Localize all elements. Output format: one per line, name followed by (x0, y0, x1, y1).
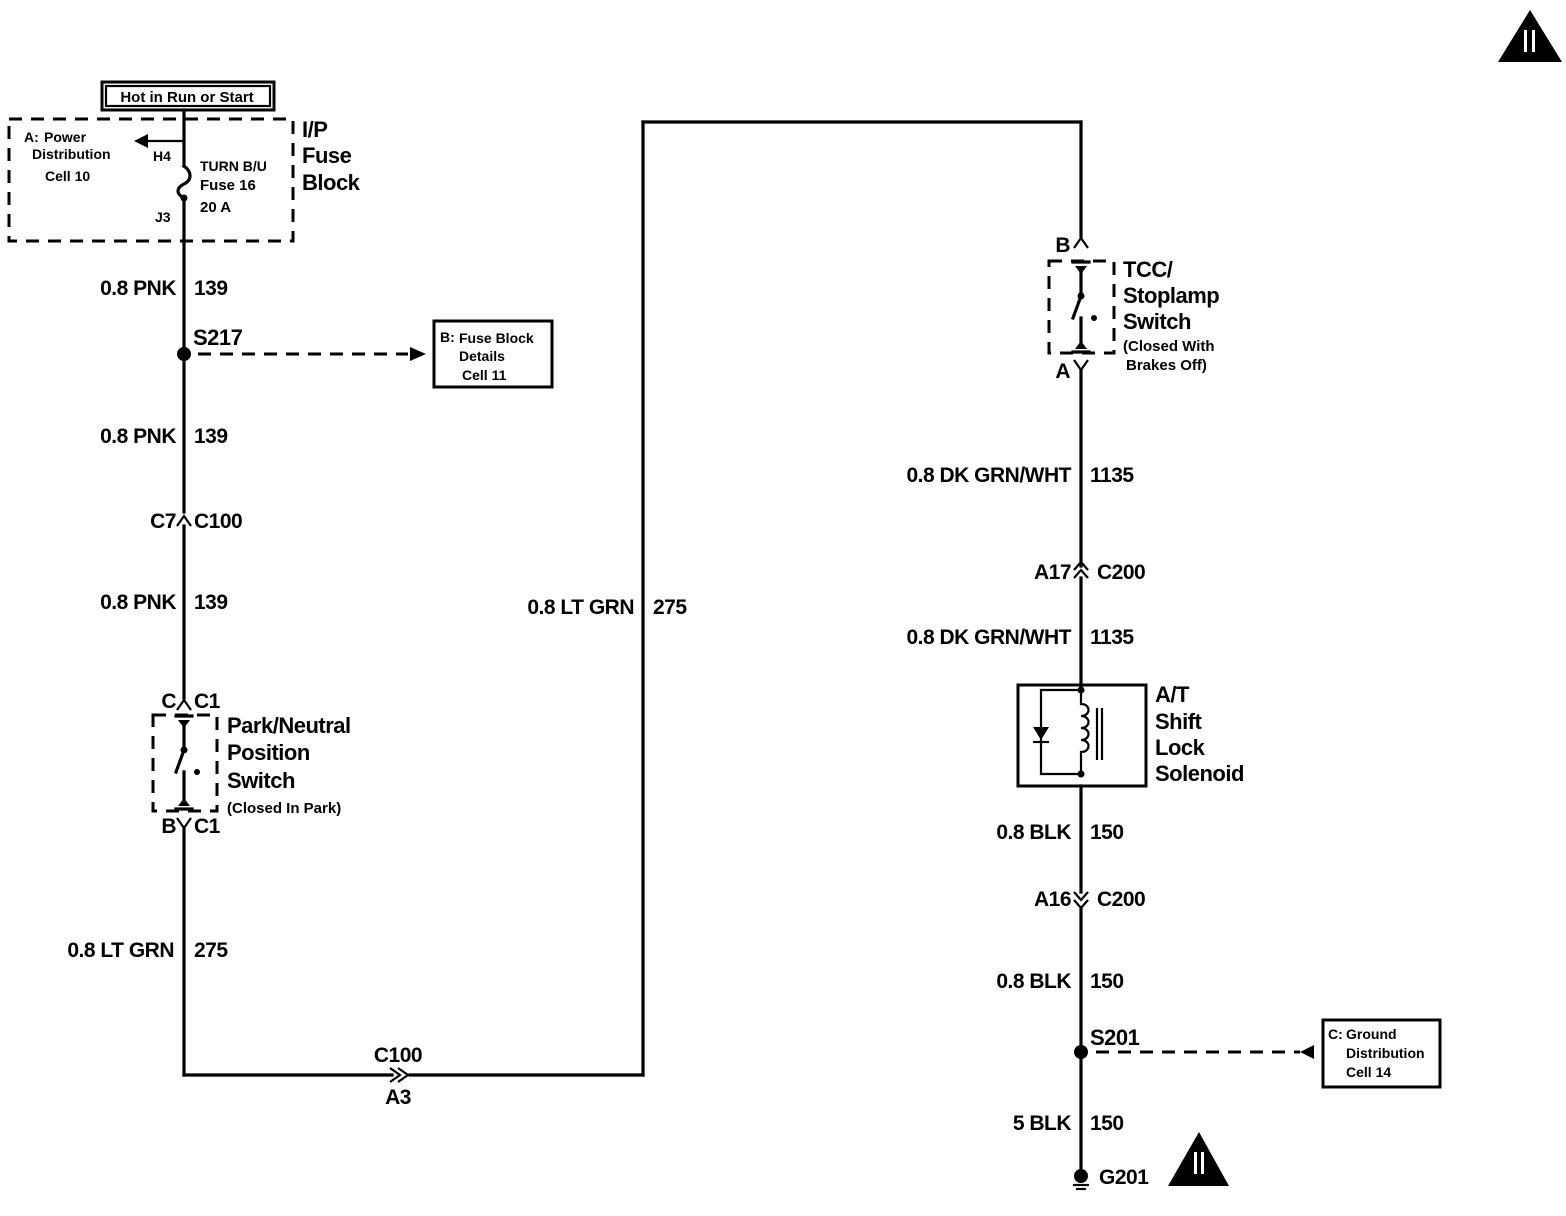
arrow-left-icon (134, 134, 148, 148)
wire-1135-gauge-2: 0.8 DK GRN/WHT (906, 626, 1071, 649)
tcc-switch-title-2: Stoplamp (1123, 283, 1219, 308)
wire-1135-circuit-1: 1135 (1090, 464, 1134, 487)
fuse-ref-prefix: A: (24, 129, 39, 145)
bottom-wire: C100 A3 (182, 1044, 645, 1109)
wire-150-circuit-1: 150 (1090, 821, 1124, 844)
fuse-name: TURN B/U (200, 158, 267, 174)
solenoid-title-3: Lock (1155, 735, 1206, 760)
fuse-block-title-2: Fuse (302, 143, 352, 168)
left-circuit: S217 B: Fuse Block Details Cell 11 0.8 P… (67, 108, 554, 1077)
solenoid-title-1: A/T (1155, 682, 1190, 707)
fuse-pin-in: H4 (153, 148, 171, 164)
connector-c200-name-1: C200 (1097, 561, 1145, 584)
wire-139-gauge-3: 0.8 PNK (100, 591, 176, 614)
connector-chevron-icon (176, 514, 192, 527)
connector-a3-pin: A3 (385, 1086, 411, 1109)
fuse-ref-line-3: Cell 10 (45, 168, 90, 184)
fuse-ref-line-1: Power (44, 129, 87, 145)
wire-139-gauge-2: 0.8 PNK (100, 425, 176, 448)
pn-switch-title-2: Position (227, 740, 310, 765)
splice-s201-label: S201 (1090, 1025, 1140, 1050)
arrow-left-icon (1300, 1045, 1314, 1059)
fuse-pin-out: J3 (155, 209, 171, 225)
svg-text:C:: C: (1328, 1026, 1343, 1042)
ground-distribution-ref (1321, 1018, 1442, 1089)
fuse-block: I/P Fuse Block A: Power Distribution Cel… (7, 117, 361, 243)
pn-switch-note: (Closed In Park) (227, 800, 341, 817)
tcc-switch-title-3: Switch (1123, 309, 1191, 334)
pn-switch-top-connector: C1 (194, 690, 221, 713)
power-source-label: Hot in Run or Start (120, 89, 253, 106)
connector-c100-name: C100 (194, 510, 242, 533)
wire-139-circuit-2: 139 (194, 425, 228, 448)
connector-c100-bottom-name: C100 (374, 1044, 422, 1067)
wire-1135-circuit-2: 1135 (1090, 626, 1134, 649)
arrow-right-icon (410, 347, 426, 361)
svg-text:Ground: Ground (1346, 1026, 1397, 1042)
wire-150-gauge-3: 5 BLK (1013, 1112, 1072, 1135)
wire-150-circuit-2: 150 (1090, 970, 1124, 993)
connector-c200-name-2: C200 (1097, 888, 1145, 911)
coil-icon (1079, 690, 1090, 774)
connector-a17-pin: A17 (1034, 561, 1071, 584)
tcc-stoplamp-switch (1047, 259, 1116, 355)
tcc-switch-title-1: TCC/ (1123, 257, 1173, 282)
pn-switch-title-1: Park/Neutral (227, 713, 351, 738)
solenoid-title-2: Shift (1155, 709, 1203, 734)
ground-symbol-icon (1073, 1169, 1089, 1191)
svg-text:Details: Details (459, 348, 505, 364)
pn-switch-bottom-pin: B (161, 815, 176, 838)
park-neutral-switch (151, 713, 219, 813)
right-circuit: B TCC/ Stoplamp Switch (Closed With Brak… (906, 234, 1442, 1191)
connector-a16-pin: A16 (1034, 888, 1071, 911)
splice-s201-dot (1074, 1045, 1088, 1059)
caution-triangle-icon (1168, 1132, 1229, 1186)
ground-g201-label: G201 (1099, 1166, 1149, 1189)
tcc-switch-note-1: (Closed With (1123, 338, 1215, 355)
fuse-ref-line-2: Distribution (32, 146, 111, 162)
wire-1135-gauge-1: 0.8 DK GRN/WHT (906, 464, 1071, 487)
tcc-switch-note-2: Brakes Off) (1126, 357, 1207, 374)
splice-s217-label: S217 (193, 325, 243, 350)
pn-switch-title-3: Switch (227, 768, 295, 793)
svg-text:Cell 14: Cell 14 (1346, 1064, 1391, 1080)
fuse-symbol-icon (176, 163, 192, 201)
svg-text:Distribution: Distribution (1346, 1045, 1425, 1061)
wire-139-gauge-1: 0.8 PNK (100, 277, 176, 300)
power-source-box: Hot in Run or Start (100, 80, 276, 112)
wire-275-circuit-middle: 275 (653, 596, 687, 619)
wire-139-circuit-1: 139 (194, 277, 228, 300)
wire-150-circuit-3: 150 (1090, 1112, 1124, 1135)
wire-139-circuit-3: 139 (194, 591, 228, 614)
wire-275-gauge-middle: 0.8 LT GRN (527, 596, 634, 619)
caution-triangle-icon (1498, 10, 1562, 62)
svg-text:B:: B: (440, 329, 455, 345)
svg-text:Fuse Block: Fuse Block (459, 330, 534, 346)
pn-switch-bottom-connector: C1 (194, 815, 221, 838)
wire-150-gauge-1: 0.8 BLK (996, 821, 1071, 844)
tcc-switch-top-pin: B (1055, 234, 1070, 257)
middle-wire: 0.8 LT GRN 275 (527, 120, 1083, 1077)
shift-lock-solenoid (1016, 683, 1148, 788)
splice-s217-dot (177, 347, 191, 361)
fuse-number: Fuse 16 (200, 177, 256, 194)
tcc-switch-bottom-pin: A (1055, 360, 1070, 383)
fuse-rating: 20 A (200, 199, 231, 216)
wire-275-circuit-left: 275 (194, 939, 228, 962)
svg-text:Cell 11: Cell 11 (462, 367, 507, 383)
fuse-block-title-3: Block (302, 170, 361, 195)
solenoid-title-4: Solenoid (1155, 761, 1244, 786)
wire-150-gauge-2: 0.8 BLK (996, 970, 1071, 993)
fuse-block-details-ref (432, 319, 554, 389)
wire-275-gauge-left: 0.8 LT GRN (67, 939, 174, 962)
fuse-block-title-1: I/P (302, 117, 327, 142)
pn-switch-top-pin: C (161, 690, 176, 713)
connector-c7-pin: C7 (150, 510, 176, 533)
diode-icon (1033, 727, 1049, 740)
